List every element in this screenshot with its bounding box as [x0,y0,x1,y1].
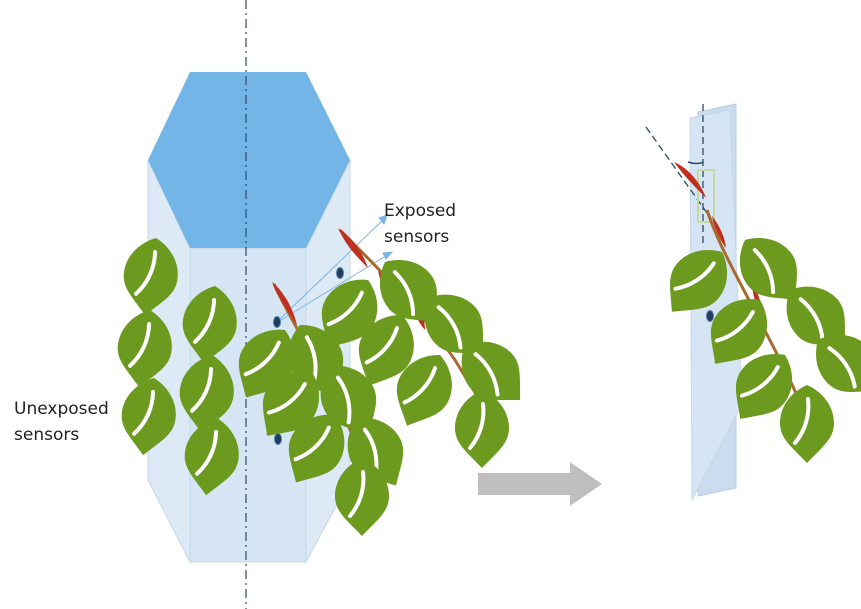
unexposed-label-line2: sensors [14,425,80,445]
vine-outer [303,228,540,470]
sensor-dot-icon [706,310,714,322]
hexagonal-prism [147,72,351,563]
sensor-dot-icon [336,267,344,279]
unexposed-sensors-label: Unexposed sensors [14,396,109,448]
leaf-icon [453,388,511,470]
exposed-sensors-label: Exposed sensors [384,198,456,250]
exposed-label-line1: Exposed [384,201,457,221]
right-arrow-icon [478,462,602,506]
panel-tilt-reference [645,126,713,221]
exposed-annotation-arrows [279,214,394,321]
angle-arc [687,161,704,165]
sensor-dot-icon [273,316,281,328]
sensor-dot-icon [274,433,282,445]
vine-inner [220,282,422,538]
sensor-highlight-box [697,169,715,223]
single-panel [645,103,861,501]
exposed-label-line2: sensors [384,227,450,247]
prism-top-face [148,72,350,248]
unexposed-label-line1: Unexposed [14,399,109,419]
